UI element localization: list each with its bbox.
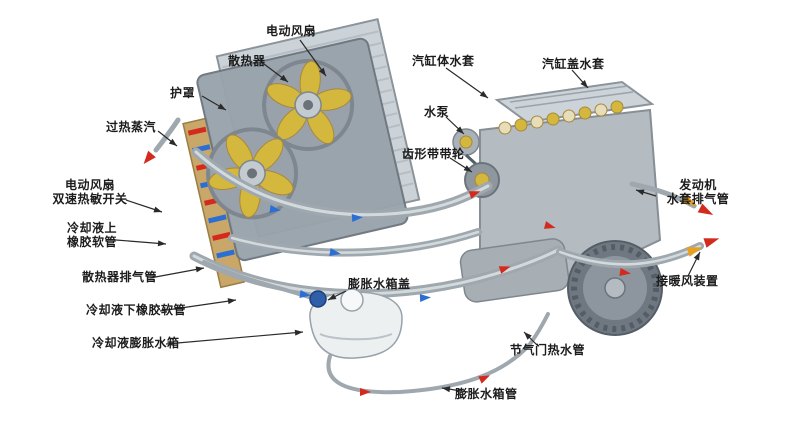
label-heater-connection: 接暖风装置 bbox=[656, 274, 719, 288]
tank-filler-cap bbox=[340, 288, 364, 312]
label-radiator: 散热器 bbox=[228, 54, 266, 68]
leader-arrowheads bbox=[153, 67, 700, 393]
valve-cover bbox=[494, 80, 655, 124]
tank-blue-cap bbox=[309, 290, 327, 308]
electric-fan-upper bbox=[262, 59, 355, 152]
radiator-assembly bbox=[182, 18, 421, 289]
steam-vent-pipe bbox=[153, 117, 181, 153]
valve-cover-ribs bbox=[509, 85, 634, 109]
label-radiator-vent-pipe: 散热器排气管 bbox=[82, 270, 158, 284]
label-coolant-lower-hose: 冷却液下橡胶软管 bbox=[86, 303, 187, 317]
flow-arrows bbox=[269, 191, 720, 396]
cylinder-head-row bbox=[498, 100, 624, 135]
expansion-tank-pipe-line bbox=[326, 312, 550, 395]
label-toothed-belt-pulley: 齿形带带轮 bbox=[402, 147, 465, 161]
water-pump-pulley bbox=[459, 135, 473, 149]
label-water-pump: 水泵 bbox=[424, 105, 450, 119]
label-expansion-tank-cap: 膨胀水箱盖 bbox=[348, 277, 411, 291]
expansion-tank bbox=[309, 288, 403, 359]
label-overheat-steam: 过热蒸汽 bbox=[106, 120, 157, 134]
label-coolant-expansion-tank: 冷却液膨胀水箱 bbox=[92, 336, 180, 350]
coolant-hoses bbox=[189, 147, 704, 395]
tank-seam bbox=[319, 333, 393, 341]
label-fan-thermal-switch: 电动风扇 双速热敏开关 bbox=[52, 178, 128, 207]
engine-assembly bbox=[452, 80, 663, 336]
label-electric-fan: 电动风扇 bbox=[266, 24, 317, 38]
label-coolant-upper-hose: 冷却液上 橡胶软管 bbox=[66, 221, 117, 250]
label-cylinder-block-jacket: 汽缸体水套 bbox=[412, 54, 475, 68]
label-shroud: 护罩 bbox=[170, 86, 196, 100]
label-cylinder-head-jacket: 汽缸盖水套 bbox=[542, 57, 605, 71]
steam-flow-arrow bbox=[143, 150, 156, 164]
label-engine-jacket-vent-pipe: 发动机 水套排气管 bbox=[666, 178, 730, 207]
label-expansion-tank-pipe: 膨胀水箱管 bbox=[455, 387, 518, 401]
label-throttle-hot-water-pipe: 节气门热水管 bbox=[510, 343, 586, 357]
